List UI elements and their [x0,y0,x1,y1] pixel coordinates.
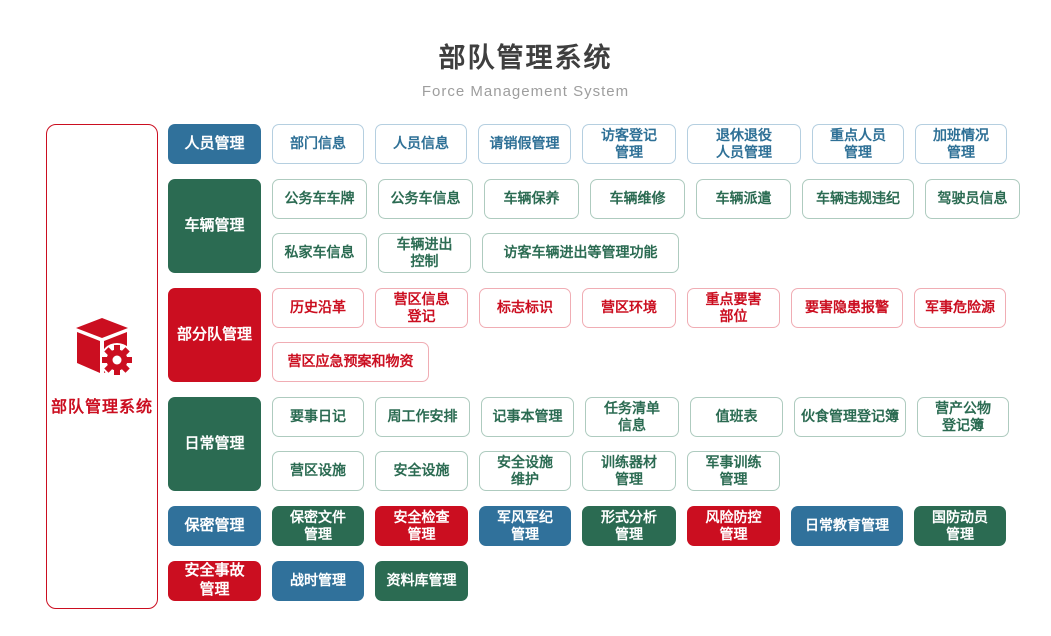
feature-box: 值班表 [690,397,783,437]
feature-box: 军事危险源 [914,288,1006,328]
feature-items: 部门信息人员信息请销假管理访客登记 管理退休退役 人员管理重点人员 管理加班情况… [272,124,1022,164]
feature-box: 退休退役 人员管理 [687,124,801,164]
feature-box: 历史沿革 [272,288,364,328]
category-header-misc: 安全事故 管理 [168,561,261,601]
diagram: 部队管理系统 人员管理部门信息人员信息请销假管理访客登记 管理退休退役 人员管理… [0,124,1051,609]
feature-items: 要事日记周工作安排记事本管理任务清单 信息值班表伙食管理登记簿营产公物 登记簿营… [272,397,1022,491]
feature-box: 形式分析 管理 [582,506,676,546]
feature-box: 私家车信息 [272,233,367,273]
feature-box: 日常教育管理 [791,506,903,546]
feature-box: 人员信息 [375,124,467,164]
feature-box: 战时管理 [272,561,364,601]
system-panel-label: 部队管理系统 [50,399,153,416]
feature-box: 训练器材 管理 [582,451,676,491]
category-row-subunit: 部分队管理历史沿革营区信息 登记标志标识营区环境重点要害 部位要害隐患报警军事危… [168,288,1022,382]
feature-box: 军事训练 管理 [687,451,780,491]
feature-box: 伙食管理登记簿 [794,397,906,437]
feature-box: 重点人员 管理 [812,124,904,164]
category-header-vehicle: 车辆管理 [168,179,261,273]
feature-box: 任务清单 信息 [585,397,679,437]
feature-box: 部门信息 [272,124,364,164]
cube-gear-icon [70,316,134,381]
category-row-vehicle: 车辆管理公务车车牌公务车信息车辆保养车辆维修车辆派遣车辆违规违纪驾驶员信息私家车… [168,179,1022,273]
feature-box: 要害隐患报警 [791,288,903,328]
feature-box: 安全设施 维护 [479,451,571,491]
category-header-personnel: 人员管理 [168,124,261,164]
feature-box: 要事日记 [272,397,364,437]
feature-box: 标志标识 [479,288,571,328]
feature-items: 保密文件 管理安全检查 管理军风军纪 管理形式分析 管理风险防控 管理日常教育管… [272,506,1022,546]
category-header-secrecy: 保密管理 [168,506,261,546]
feature-box: 车辆派遣 [696,179,791,219]
category-header-daily: 日常管理 [168,397,261,491]
category-header-subunit: 部分队管理 [168,288,261,382]
feature-box: 驾驶员信息 [925,179,1020,219]
feature-box: 重点要害 部位 [687,288,780,328]
feature-box: 车辆保养 [484,179,579,219]
feature-box: 军风军纪 管理 [479,506,571,546]
feature-box: 营区应急预案和物资 [272,342,429,382]
feature-box: 安全设施 [375,451,468,491]
feature-items: 公务车车牌公务车信息车辆保养车辆维修车辆派遣车辆违规违纪驾驶员信息私家车信息车辆… [272,179,1022,273]
page-header: 部队管理系统 Force Management System [0,0,1051,100]
category-row-daily: 日常管理要事日记周工作安排记事本管理任务清单 信息值班表伙食管理登记簿营产公物 … [168,397,1022,491]
feature-box: 周工作安排 [375,397,470,437]
feature-box: 公务车车牌 [272,179,367,219]
feature-items: 战时管理资料库管理 [272,561,1022,601]
feature-box: 访客登记 管理 [582,124,676,164]
feature-box: 保密文件 管理 [272,506,364,546]
feature-box: 资料库管理 [375,561,468,601]
feature-box: 访客车辆进出等管理功能 [482,233,679,273]
feature-items: 历史沿革营区信息 登记标志标识营区环境重点要害 部位要害隐患报警军事危险源营区应… [272,288,1022,382]
feature-box: 加班情况 管理 [915,124,1007,164]
feature-box: 国防动员 管理 [914,506,1006,546]
feature-box: 营区设施 [272,451,364,491]
system-panel: 部队管理系统 [46,124,158,609]
feature-box: 车辆进出 控制 [378,233,471,273]
feature-box: 营产公物 登记簿 [917,397,1009,437]
feature-box: 营区信息 登记 [375,288,468,328]
page-title: 部队管理系统 [438,43,613,73]
page-subtitle: Force Management System [421,83,630,100]
rows: 人员管理部门信息人员信息请销假管理访客登记 管理退休退役 人员管理重点人员 管理… [168,124,1022,601]
category-row-personnel: 人员管理部门信息人员信息请销假管理访客登记 管理退休退役 人员管理重点人员 管理… [168,124,1022,164]
feature-box: 记事本管理 [481,397,574,437]
feature-box: 安全检查 管理 [375,506,468,546]
feature-box: 营区环境 [582,288,676,328]
feature-box: 公务车信息 [378,179,473,219]
category-row-secrecy: 保密管理保密文件 管理安全检查 管理军风军纪 管理形式分析 管理风险防控 管理日… [168,506,1022,546]
feature-box: 风险防控 管理 [687,506,780,546]
feature-box: 车辆维修 [590,179,685,219]
feature-box: 请销假管理 [478,124,571,164]
category-row-misc: 安全事故 管理战时管理资料库管理 [168,561,1022,601]
feature-box: 车辆违规违纪 [802,179,914,219]
